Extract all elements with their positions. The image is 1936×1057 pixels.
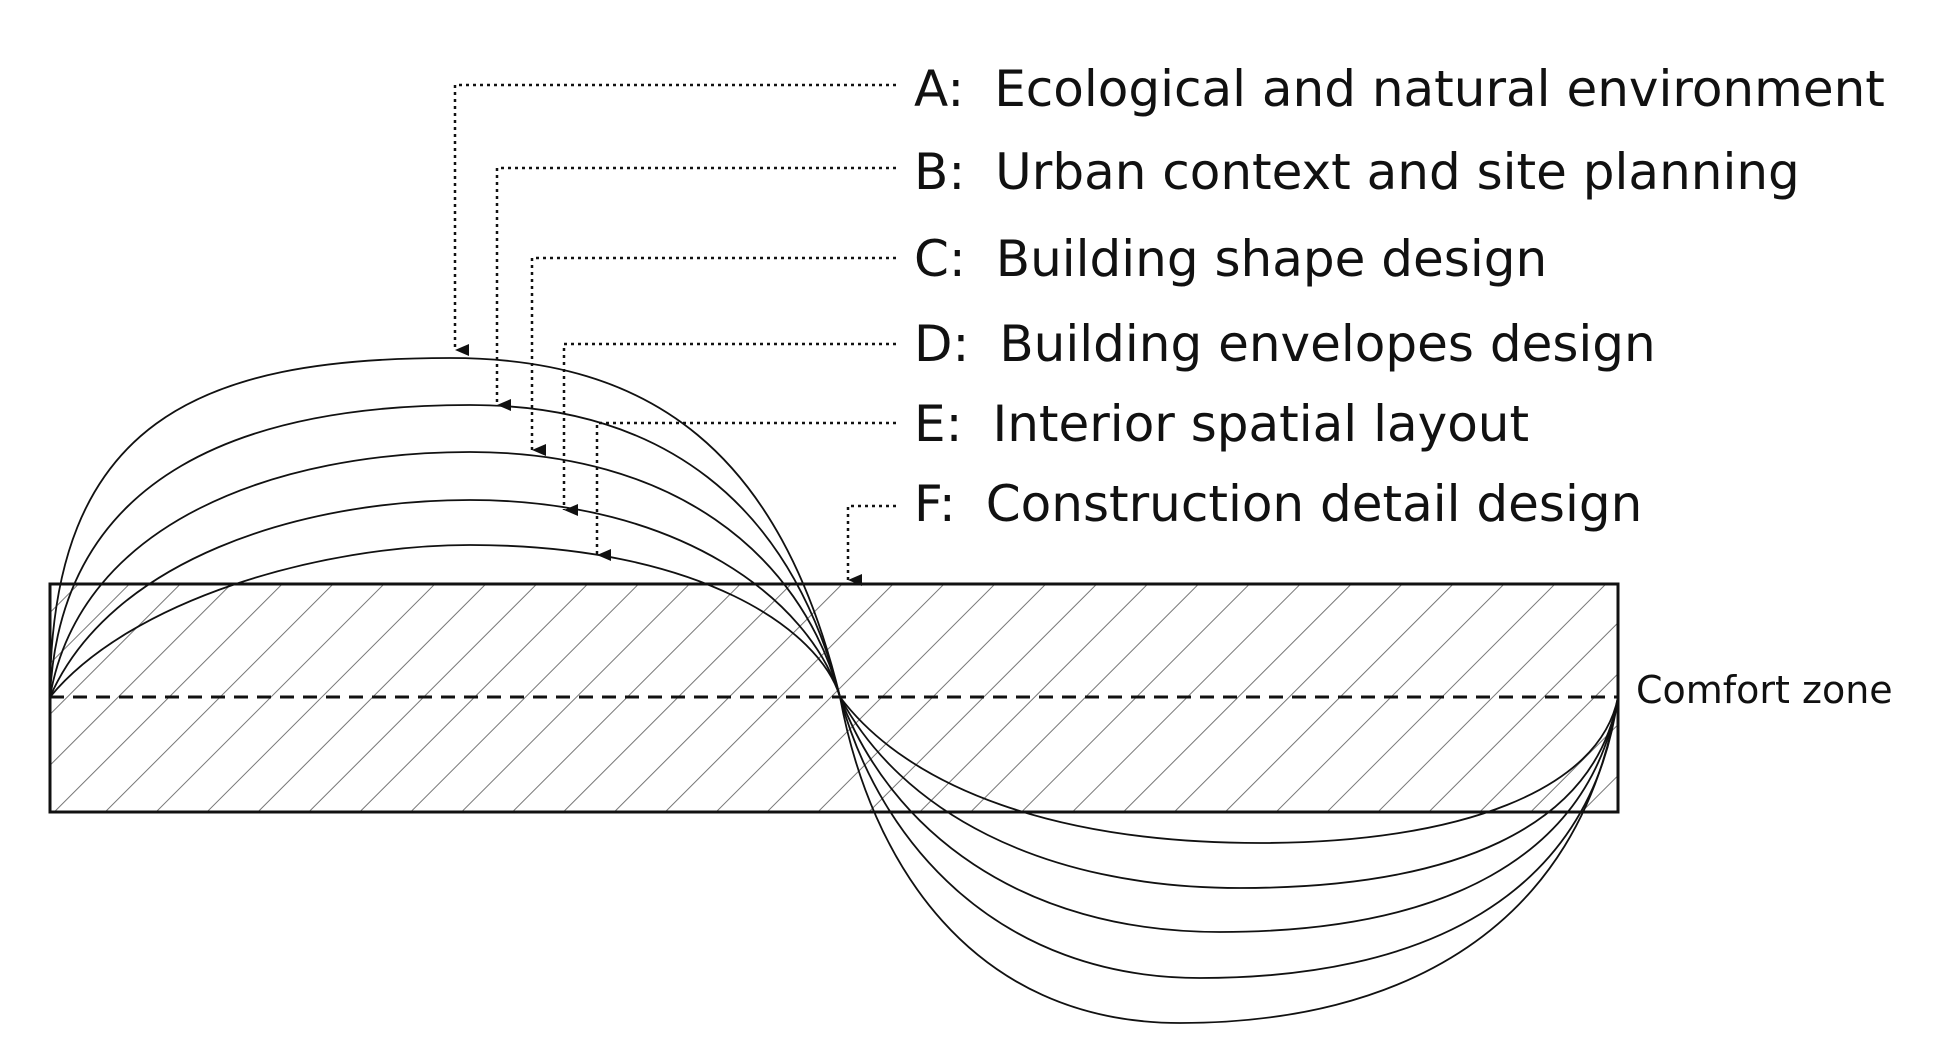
layer-label-d: D: Building envelopes design bbox=[914, 315, 1656, 373]
layer-separator: : bbox=[953, 315, 970, 373]
layer-separator: : bbox=[939, 475, 956, 533]
layer-label-f: F: Construction detail design bbox=[914, 475, 1642, 533]
leader-arrow-c bbox=[530, 256, 896, 456]
leader-arrow-b bbox=[495, 166, 896, 411]
curve-e bbox=[49, 544, 1619, 844]
layer-letter: F bbox=[914, 475, 940, 533]
layer-letter: E bbox=[914, 395, 946, 453]
layer-separator: : bbox=[946, 395, 963, 453]
leader-arrow-f bbox=[846, 504, 896, 586]
layer-title: Construction detail design bbox=[986, 475, 1643, 533]
layer-label-b: B: Urban context and site planning bbox=[914, 143, 1800, 201]
layer-separator: : bbox=[949, 230, 966, 288]
layer-letter: B bbox=[914, 143, 948, 201]
layer-title: Building envelopes design bbox=[999, 315, 1655, 373]
leader-arrow-a bbox=[453, 83, 896, 356]
leader-arrows bbox=[453, 83, 896, 586]
layer-title: Building shape design bbox=[996, 230, 1547, 288]
layer-title: Interior spatial layout bbox=[992, 395, 1529, 453]
layer-letter: D bbox=[914, 315, 953, 373]
comfort-zone-label: Comfort zone bbox=[1636, 668, 1893, 712]
layer-label-a: A: Ecological and natural environment bbox=[914, 60, 1885, 118]
layer-label-e: E: Interior spatial layout bbox=[914, 395, 1529, 453]
layer-letter: A bbox=[914, 60, 948, 118]
comfort-zone-band bbox=[48, 582, 1620, 814]
layer-separator: : bbox=[947, 60, 964, 118]
layer-letter: C bbox=[914, 230, 949, 288]
layer-separator: : bbox=[948, 143, 965, 201]
layer-label-c: C: Building shape design bbox=[914, 230, 1547, 288]
layer-labels: A: Ecological and natural environment B: U… bbox=[914, 60, 1885, 533]
wave-curves bbox=[49, 357, 1619, 1024]
leader-arrow-e bbox=[595, 421, 896, 561]
leader-arrow-d bbox=[562, 342, 896, 516]
layer-title: Ecological and natural environment bbox=[994, 60, 1885, 118]
layer-title: Urban context and site planning bbox=[995, 143, 1800, 201]
